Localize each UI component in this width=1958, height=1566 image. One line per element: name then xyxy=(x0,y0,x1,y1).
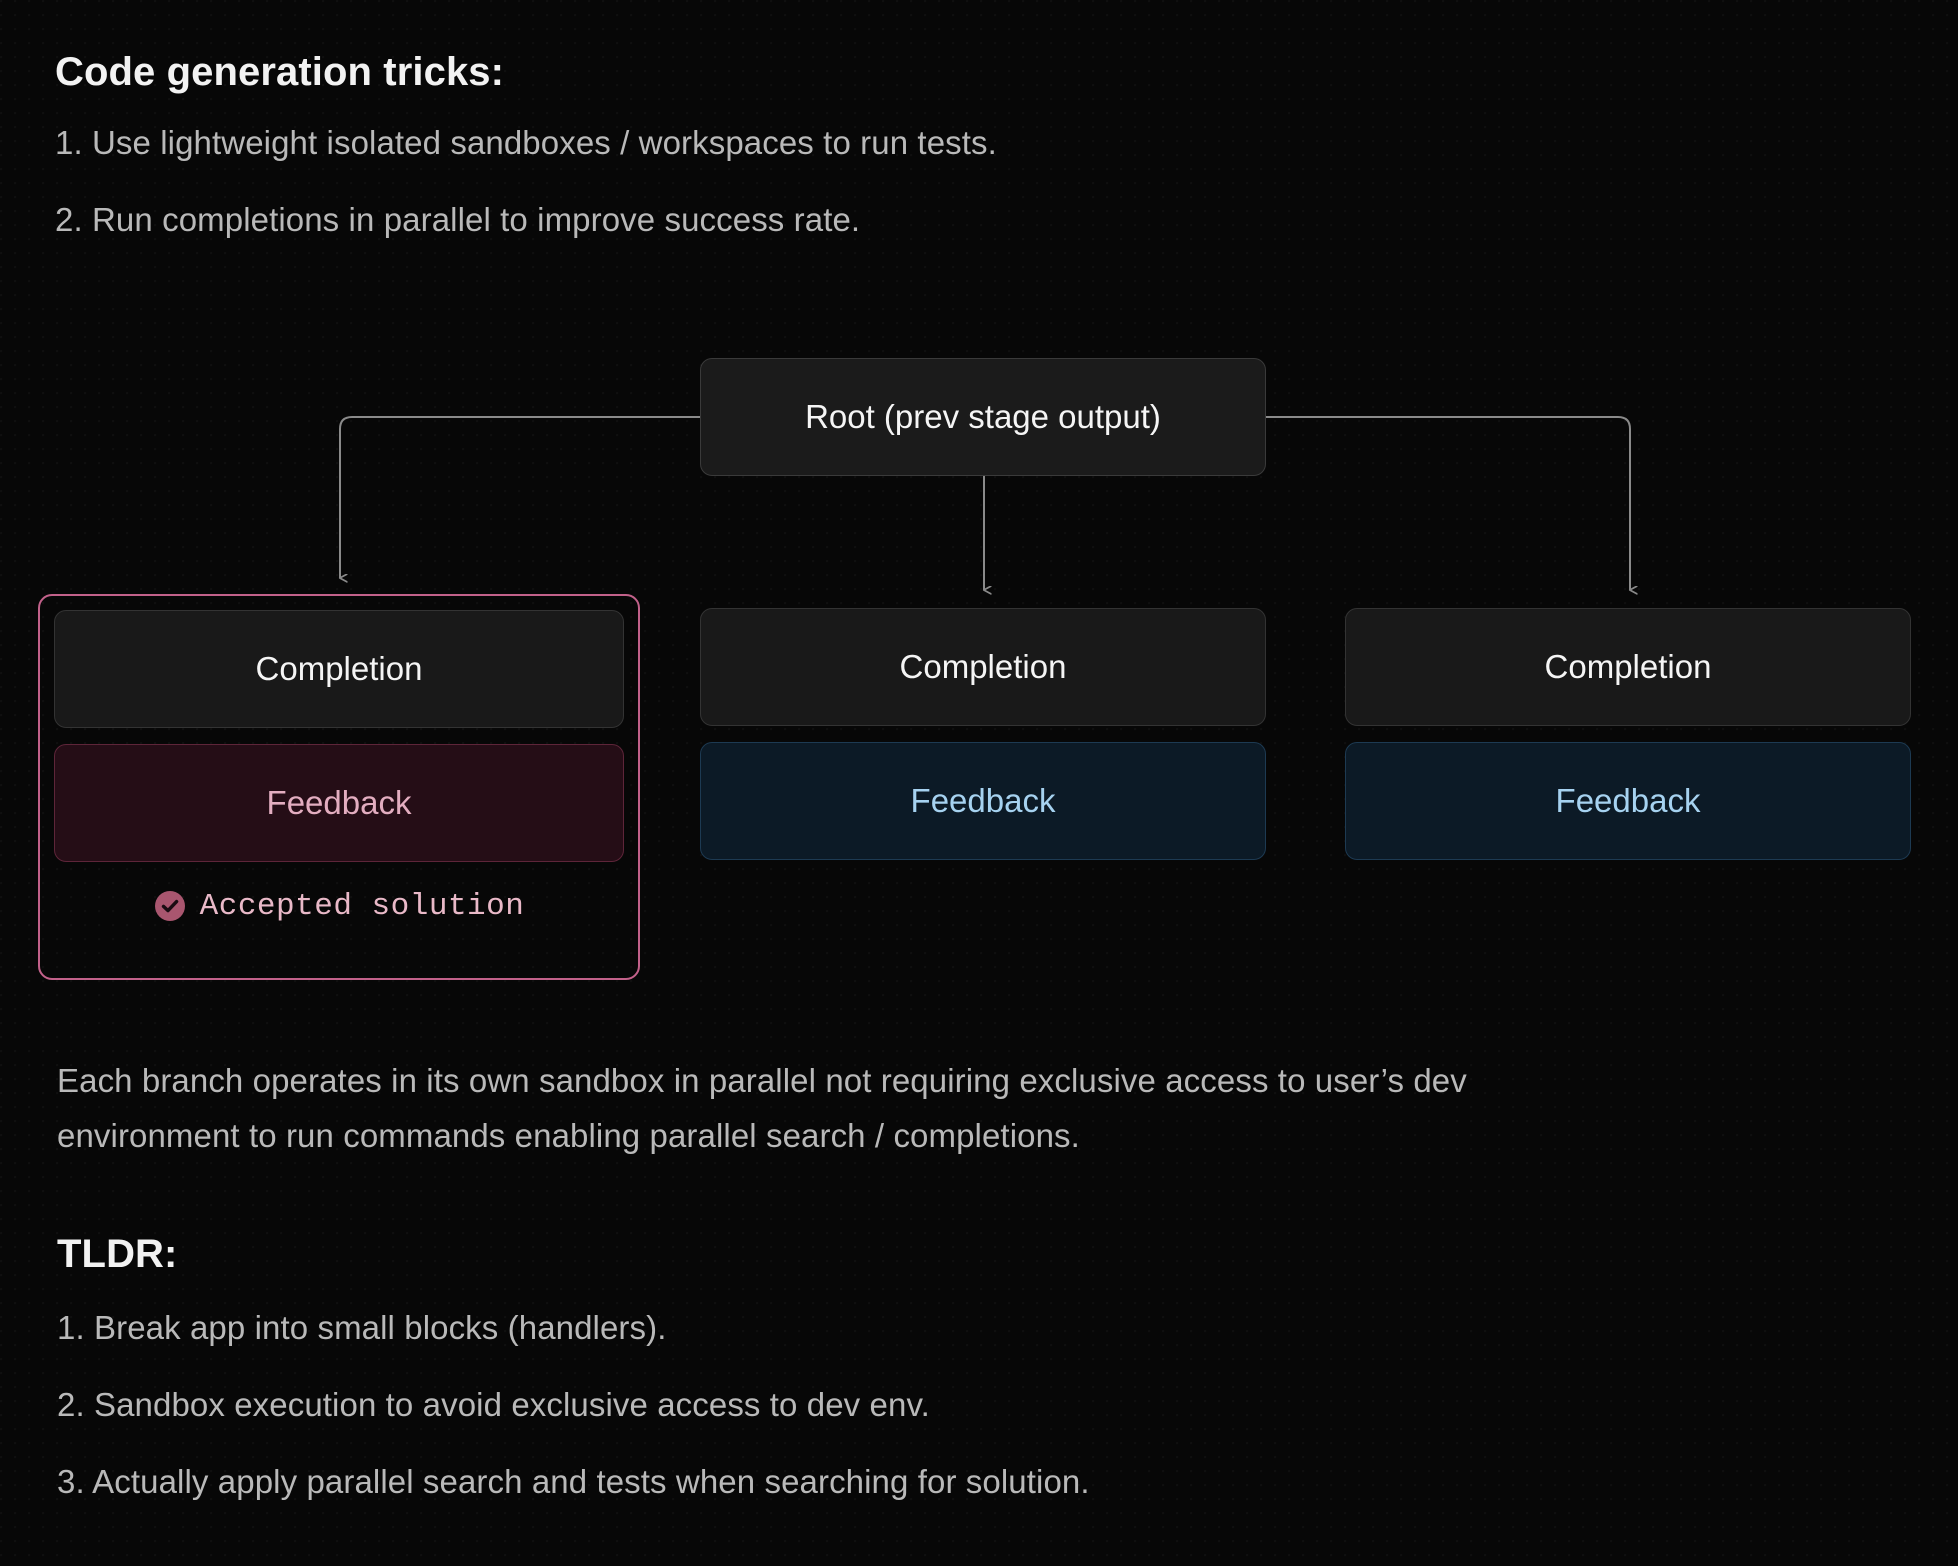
section-heading-code-generation-tricks: Code generation tricks: xyxy=(55,50,505,94)
accepted-solution-label: Accepted solution xyxy=(199,888,525,924)
branch-group-accepted[interactable]: Completion Feedback Accepted solution xyxy=(38,594,640,980)
connector-root-to-branch-3 xyxy=(1266,416,1630,590)
node-root[interactable]: Root (prev stage output) xyxy=(700,358,1266,476)
check-circle-icon xyxy=(154,891,185,921)
node-feedback-branch-2[interactable]: Feedback xyxy=(700,742,1266,860)
list-item-tldr-3: 3. Actually apply parallel search and te… xyxy=(57,1463,1090,1500)
node-feedback-branch-1[interactable]: Feedback xyxy=(54,744,624,862)
node-completion-branch-2[interactable]: Completion xyxy=(700,608,1266,726)
branch-tree-diagram: Root (prev stage output) Completion Feed… xyxy=(38,358,1911,980)
list-item-tldr-2: 2. Sandbox execution to avoid exclusive … xyxy=(57,1386,930,1423)
accepted-solution-badge: Accepted solution xyxy=(54,878,624,934)
section-heading-tldr: TLDR: xyxy=(57,1232,178,1276)
list-item-trick-1: 1. Use lightweight isolated sandboxes / … xyxy=(55,124,997,161)
list-item-trick-2: 2. Run completions in parallel to improv… xyxy=(55,201,861,238)
connector-root-to-branch-1 xyxy=(340,416,700,578)
diagram-caption: Each branch operates in its own sandbox … xyxy=(57,1062,1467,1154)
node-feedback-branch-3[interactable]: Feedback xyxy=(1345,742,1911,860)
list-item-tldr-1: 1. Break app into small blocks (handlers… xyxy=(57,1309,667,1346)
node-completion-branch-1[interactable]: Completion xyxy=(54,610,624,728)
node-completion-branch-3[interactable]: Completion xyxy=(1345,608,1911,726)
